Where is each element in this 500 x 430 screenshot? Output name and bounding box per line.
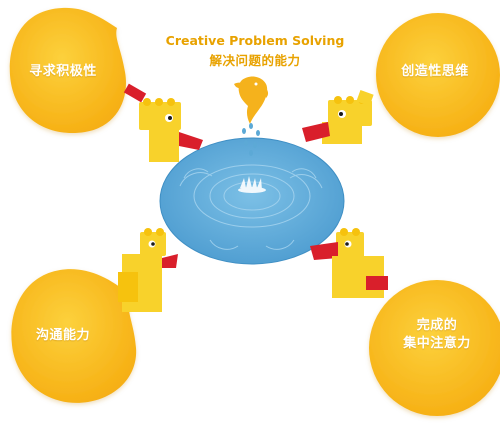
bubble-label-top-right: 创造性思维 — [390, 63, 480, 81]
bubble-bottom-right — [369, 280, 500, 416]
bubble-label-top-left: 寻求积极性 — [18, 63, 108, 81]
bubble-top-left — [9, 7, 126, 134]
bubble-top-right — [376, 13, 500, 137]
bubble-label-line: 集中注意力 — [403, 336, 471, 351]
lego-duck-icon — [310, 228, 388, 298]
bubble-bottom-left — [11, 269, 137, 403]
title-chinese: 解决问题的能力 — [209, 53, 301, 68]
bubble-label-line: 创造性思维 — [401, 64, 469, 79]
water-drops-icon — [242, 123, 260, 156]
title-english: Creative Problem Solving — [165, 33, 345, 48]
splash — [238, 176, 266, 193]
bubble-label-line: 沟通能力 — [35, 328, 90, 343]
pond — [159, 137, 345, 265]
bubble-label-line: 完成的 — [416, 318, 458, 333]
pond-ripples — [179, 164, 323, 250]
lego-duck-icon — [118, 228, 178, 312]
lego-duck-icon — [302, 89, 374, 144]
bubble-label-bottom-left: 沟通能力 — [18, 327, 108, 345]
bubble-label-bottom-right: 完成的 集中注意力 — [392, 317, 482, 353]
lego-duck-icon — [123, 83, 203, 162]
bubble-label-line: 寻求积极性 — [29, 64, 97, 79]
fish-icon — [234, 76, 269, 124]
